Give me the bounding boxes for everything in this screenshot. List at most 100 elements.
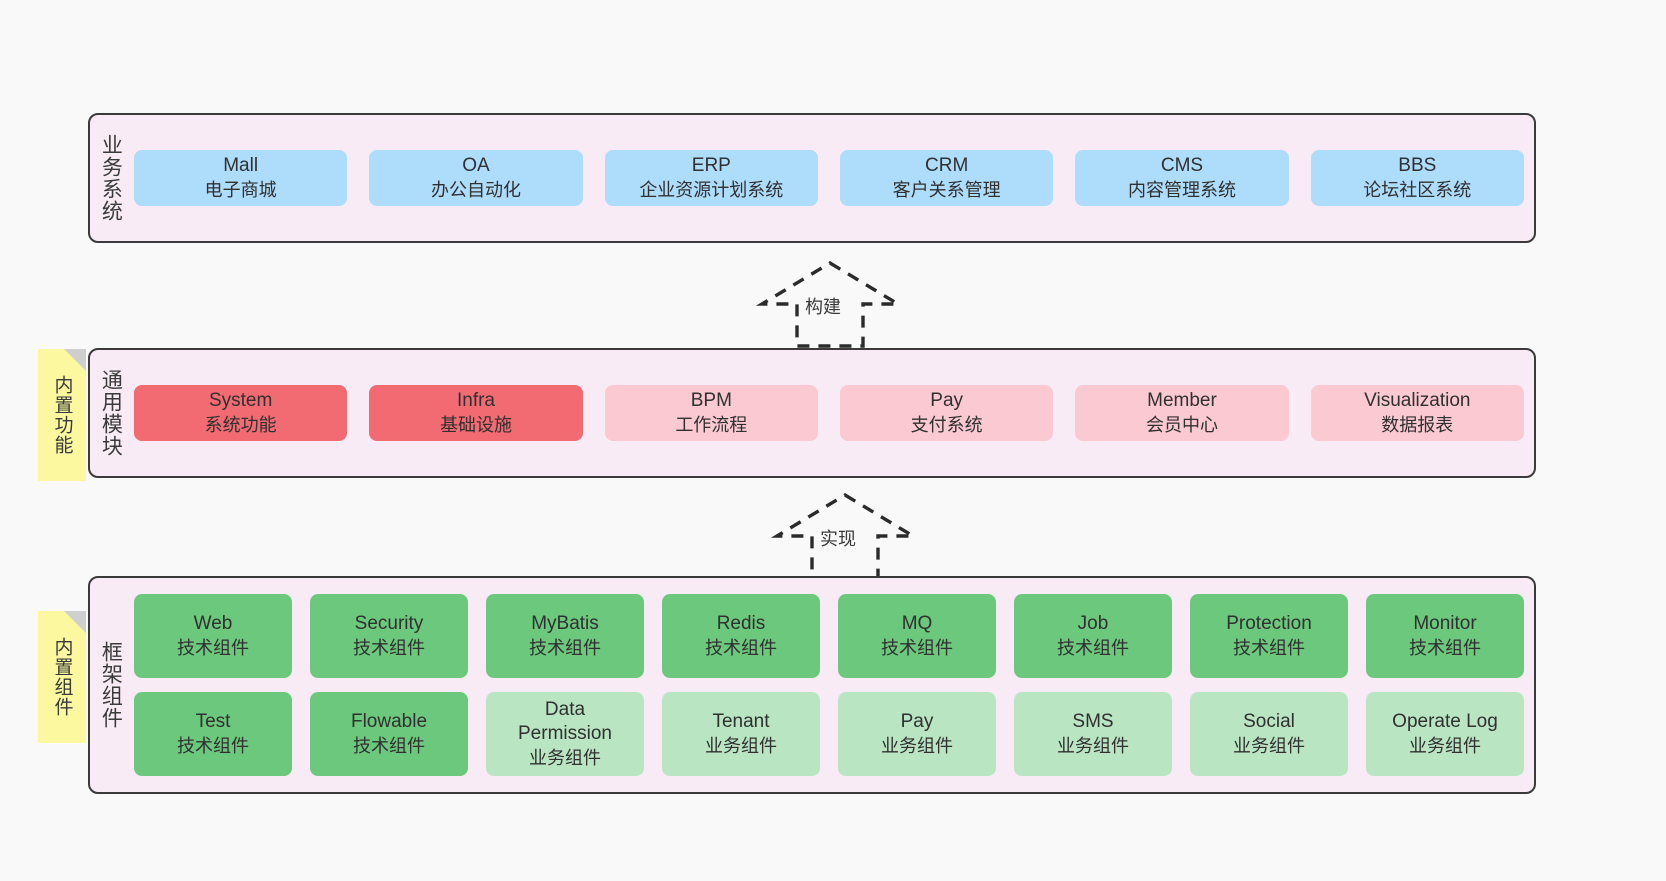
component-social-cn: 业务组件 [1233, 735, 1305, 756]
component-web-en: Web [193, 612, 233, 634]
connector-build-label: 构建 [805, 297, 841, 317]
module-pay-cn: 支付系统 [910, 414, 983, 435]
layer-common-modules: 通用模块 System 系统功能 Infra 基础设施 BPM 工作流程 Pay [88, 348, 1536, 478]
component-sms[interactable]: SMS 业务组件 [1014, 692, 1172, 776]
note-builtin-components-label: 内置组件 [51, 637, 73, 717]
component-pay-cn: 业务组件 [881, 735, 953, 756]
component-tenant[interactable]: Tenant 业务组件 [662, 692, 820, 776]
module-mall[interactable]: Mall 电子商城 [134, 149, 348, 207]
module-pay-en: Pay [930, 389, 964, 411]
module-oa[interactable]: OA 办公自动化 [369, 149, 583, 207]
module-member[interactable]: Member 会员中心 [1075, 384, 1289, 442]
component-job-cn: 技术组件 [1057, 637, 1129, 658]
component-flowable-en: Flowable [350, 710, 428, 732]
module-crm[interactable]: CRM 客户关系管理 [839, 149, 1054, 207]
component-protection[interactable]: Protection 技术组件 [1190, 594, 1348, 678]
component-job[interactable]: Job 技术组件 [1014, 594, 1172, 678]
module-system-en: System [208, 389, 273, 411]
component-monitor[interactable]: Monitor 技术组件 [1366, 594, 1524, 678]
layer-business-systems: 业务系统 Mall 电子商城 OA 办公自动化 ERP 企业资源计划系统 CRM [88, 113, 1536, 243]
module-oa-en: OA [462, 154, 490, 176]
component-pay-en: Pay [900, 710, 934, 732]
component-mybatis[interactable]: MyBatis 技术组件 [486, 594, 644, 678]
module-visualization[interactable]: Visualization 数据报表 [1310, 384, 1524, 442]
connector-implement-label: 实现 [820, 529, 856, 549]
layer-framework-components-body: Web 技术组件 Security 技术组件 MyBatis 技术组件 Redi… [130, 578, 1534, 792]
module-cms-en: CMS [1160, 154, 1204, 176]
module-visualization-cn: 数据报表 [1381, 414, 1454, 435]
module-infra-en: Infra [456, 389, 495, 411]
module-cms[interactable]: CMS 内容管理系统 [1075, 149, 1289, 207]
module-pay[interactable]: Pay 支付系统 [839, 384, 1054, 442]
module-bbs-en: BBS [1398, 154, 1437, 176]
module-bpm[interactable]: BPM 工作流程 [604, 384, 818, 442]
component-social-en: Social [1243, 710, 1295, 732]
module-crm-cn: 客户关系管理 [892, 179, 1001, 200]
component-sms-en: SMS [1072, 710, 1114, 732]
component-test-en: Test [195, 710, 231, 732]
module-bbs[interactable]: BBS 论坛社区系统 [1310, 149, 1524, 207]
note-fold-corner-icon [64, 611, 86, 633]
component-operate-log-cn: 业务组件 [1409, 735, 1481, 756]
note-builtin-components: 内置组件 [38, 611, 86, 743]
component-redis[interactable]: Redis 技术组件 [662, 594, 820, 678]
module-crm-en: CRM [925, 154, 969, 176]
framework-components-row-business: Test 技术组件 Flowable 技术组件 Data Permission … [134, 692, 1524, 776]
module-cms-cn: 内容管理系统 [1127, 179, 1236, 200]
module-mall-cn: 电子商城 [204, 179, 277, 200]
component-operate-log-en: Operate Log [1392, 710, 1498, 732]
component-data-permission[interactable]: Data Permission 业务组件 [486, 692, 644, 776]
component-test-cn: 技术组件 [177, 735, 249, 756]
component-pay[interactable]: Pay 业务组件 [838, 692, 996, 776]
module-mall-en: Mall [223, 154, 259, 176]
component-security[interactable]: Security 技术组件 [310, 594, 468, 678]
layer-business-systems-title: 业务系统 [99, 134, 123, 222]
module-member-cn: 会员中心 [1145, 414, 1218, 435]
framework-components-row-technical: Web 技术组件 Security 技术组件 MyBatis 技术组件 Redi… [134, 594, 1524, 678]
layer-framework-components: 框架组件 Web 技术组件 Security 技术组件 MyBatis 技术组件… [88, 576, 1536, 794]
component-mq[interactable]: MQ 技术组件 [838, 594, 996, 678]
module-bpm-en: BPM [690, 389, 732, 411]
component-monitor-cn: 技术组件 [1409, 637, 1481, 658]
component-mq-cn: 技术组件 [881, 637, 953, 658]
note-builtin-features: 内置功能 [38, 349, 86, 481]
module-visualization-en: Visualization [1364, 389, 1471, 411]
component-security-cn: 技术组件 [353, 637, 425, 658]
component-web[interactable]: Web 技术组件 [134, 594, 292, 678]
component-protection-cn: 技术组件 [1233, 637, 1305, 658]
module-erp-en: ERP [691, 154, 731, 176]
connector-build: 构建 [755, 258, 905, 350]
layer-common-modules-body: System 系统功能 Infra 基础设施 BPM 工作流程 Pay 支付系统… [130, 350, 1534, 476]
component-security-en: Security [354, 612, 424, 634]
component-redis-cn: 技术组件 [705, 637, 777, 658]
module-erp[interactable]: ERP 企业资源计划系统 [604, 149, 818, 207]
module-infra-cn: 基础设施 [439, 414, 512, 435]
business-systems-row: Mall 电子商城 OA 办公自动化 ERP 企业资源计划系统 CRM 客户关系… [134, 149, 1524, 207]
component-mq-en: MQ [901, 612, 933, 634]
module-oa-cn: 办公自动化 [430, 179, 521, 200]
component-protection-en: Protection [1226, 612, 1312, 634]
component-job-en: Job [1077, 612, 1109, 634]
component-test[interactable]: Test 技术组件 [134, 692, 292, 776]
component-monitor-en: Monitor [1413, 612, 1477, 634]
layer-common-modules-title: 通用模块 [99, 369, 123, 457]
component-social[interactable]: Social 业务组件 [1190, 692, 1348, 776]
connector-implement: 实现 [770, 490, 920, 582]
module-system-cn: 系统功能 [204, 414, 277, 435]
module-system[interactable]: System 系统功能 [134, 384, 348, 442]
module-bpm-cn: 工作流程 [675, 414, 748, 435]
module-infra[interactable]: Infra 基础设施 [369, 384, 583, 442]
module-member-en: Member [1147, 389, 1217, 411]
component-tenant-en: Tenant [712, 710, 770, 732]
layer-business-systems-body: Mall 电子商城 OA 办公自动化 ERP 企业资源计划系统 CRM 客户关系… [130, 115, 1534, 241]
component-flowable-cn: 技术组件 [353, 735, 425, 756]
layer-framework-components-title: 框架组件 [99, 641, 123, 729]
component-data-permission-cn: 业务组件 [529, 747, 601, 768]
module-bbs-cn: 论坛社区系统 [1363, 179, 1472, 200]
component-mybatis-en: MyBatis [531, 612, 599, 634]
component-operate-log[interactable]: Operate Log 业务组件 [1366, 692, 1524, 776]
component-data-permission-en: Data Permission [518, 698, 612, 745]
component-flowable[interactable]: Flowable 技术组件 [310, 692, 468, 776]
component-web-cn: 技术组件 [177, 637, 249, 658]
